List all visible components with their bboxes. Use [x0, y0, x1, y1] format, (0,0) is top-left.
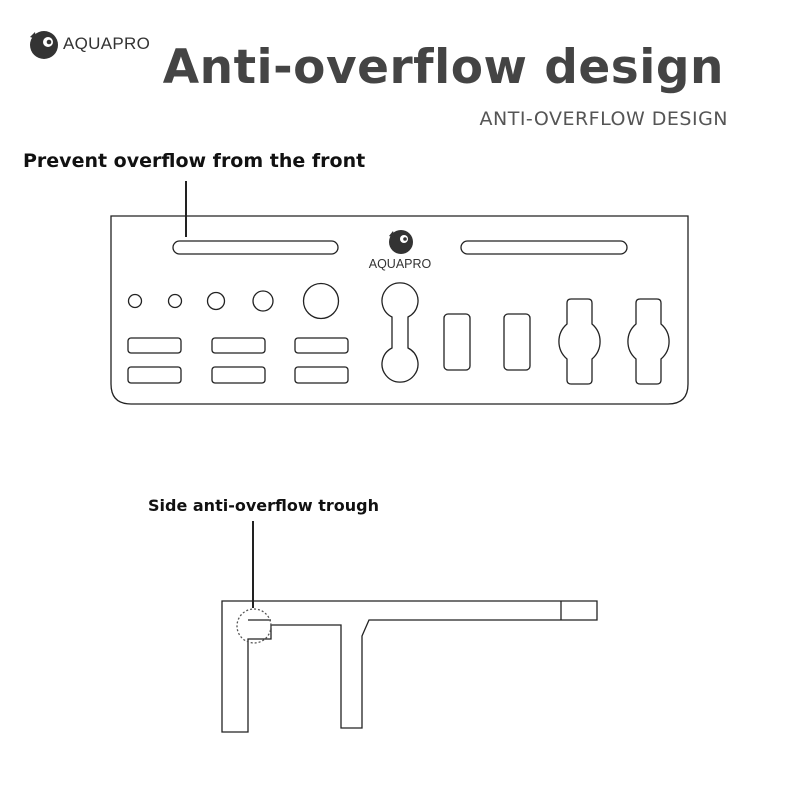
- hole: [167, 293, 183, 309]
- side-profile-outline: [221, 600, 598, 733]
- slot: [127, 337, 182, 354]
- hole-large: [302, 282, 340, 320]
- fish-logo-icon: [30, 31, 58, 59]
- vertical-slot: [503, 313, 531, 371]
- page-title: Anti-overflow design: [162, 40, 724, 95]
- panel-brand-name: AQUAPRO: [369, 257, 432, 271]
- front-panel-outline: [110, 215, 689, 405]
- side-highlight-circle: [236, 608, 272, 644]
- hole: [252, 290, 274, 312]
- front-overflow-label: Prevent overflow from the front: [23, 150, 366, 172]
- keyhole-holder: [627, 298, 670, 385]
- brand-name: AQUAPRO: [63, 34, 151, 53]
- page-subtitle: ANTI-OVERFLOW DESIGN: [479, 108, 728, 130]
- slot: [294, 366, 349, 384]
- slot: [294, 337, 349, 354]
- front-slot-right: [460, 240, 628, 255]
- bone-holder: [381, 282, 419, 383]
- brand-logo: AQUAPRO: [26, 28, 150, 60]
- panel-fish-logo-icon: [389, 230, 413, 254]
- hole: [206, 291, 226, 311]
- slot: [127, 366, 182, 384]
- front-slot-left: [172, 240, 339, 255]
- slot: [211, 337, 266, 354]
- keyhole-holder: [558, 298, 601, 385]
- slot: [211, 366, 266, 384]
- vertical-slot: [443, 313, 471, 371]
- side-trough-label: Side anti-overflow trough: [148, 496, 379, 515]
- hole: [127, 293, 143, 309]
